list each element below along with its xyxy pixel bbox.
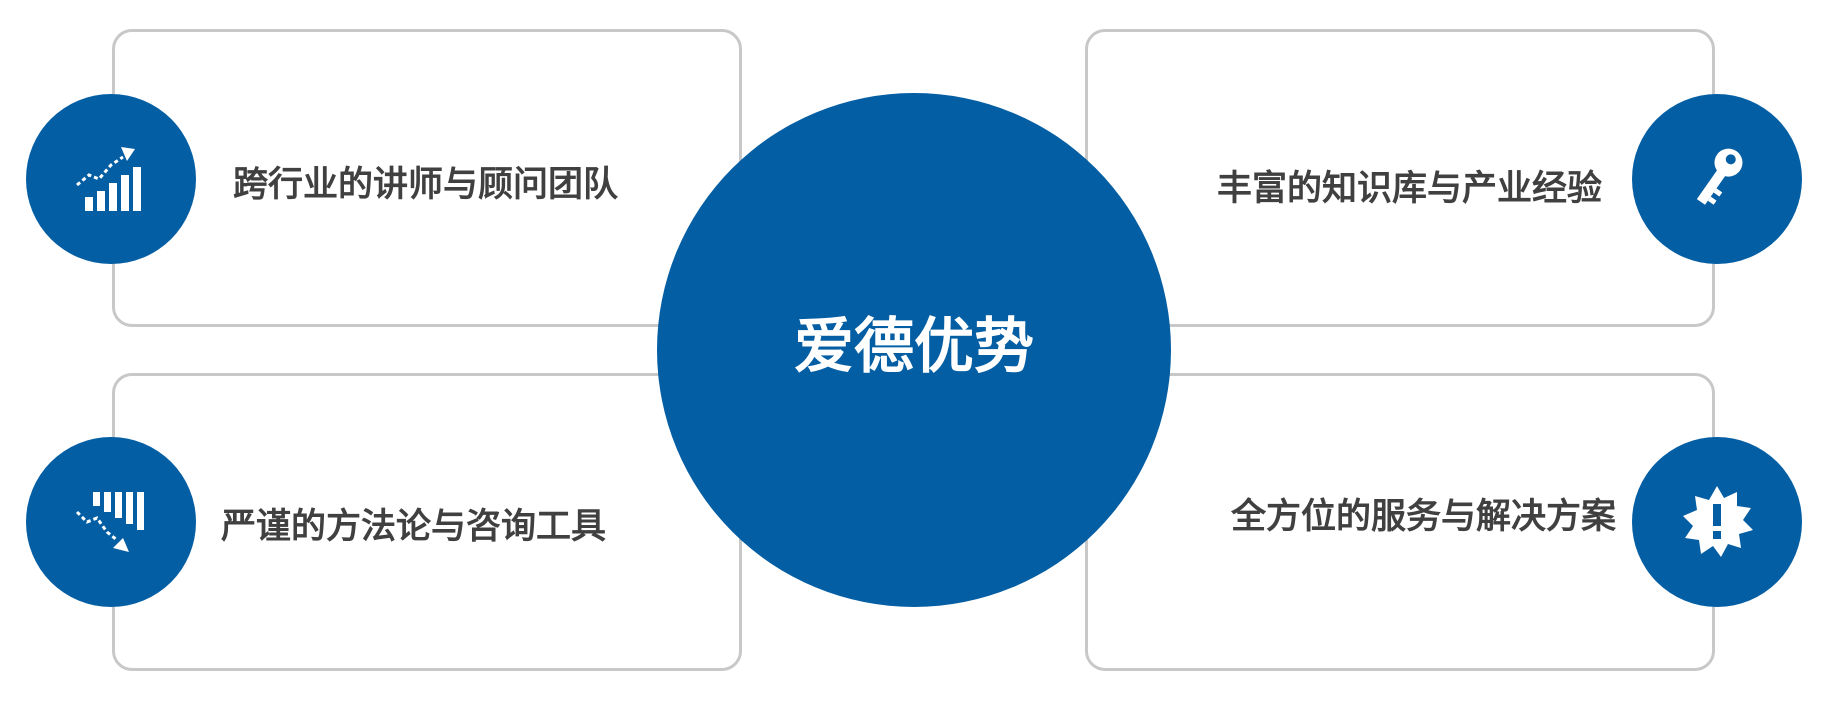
growth-chart-icon <box>71 139 151 219</box>
icon-circle-services <box>1632 437 1802 607</box>
center-title: 爱德优势 <box>794 312 1034 382</box>
key-icon <box>1677 139 1757 219</box>
advantage-card-methodology <box>112 373 742 671</box>
decline-chart-icon <box>71 482 151 562</box>
icon-circle-knowledge <box>1632 94 1802 264</box>
center-circle: 爱德优势 <box>657 93 1171 607</box>
card-label-services: 全方位的服务与解决方案 <box>1230 497 1616 537</box>
advantage-card-instructors <box>112 29 742 327</box>
card-label-instructors: 跨行业的讲师与顾问团队 <box>233 165 619 205</box>
advantage-card-knowledge <box>1085 29 1715 327</box>
icon-circle-methodology <box>26 437 196 607</box>
advantage-card-services <box>1085 373 1715 671</box>
card-label-methodology: 严谨的方法论与咨询工具 <box>221 507 607 547</box>
alert-badge-icon <box>1677 482 1757 562</box>
card-label-knowledge: 丰富的知识库与产业经验 <box>1216 169 1602 209</box>
icon-circle-instructors <box>26 94 196 264</box>
